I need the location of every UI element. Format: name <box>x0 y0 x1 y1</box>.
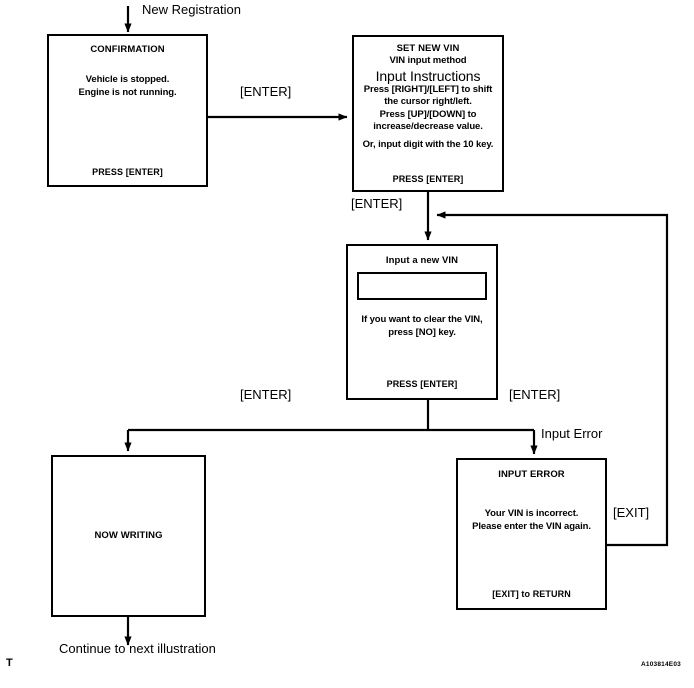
set-new-vin-note: Or, input digit with the 10 key. <box>362 138 494 150</box>
corner-mark-t: T <box>6 657 13 669</box>
label-enter-inputvin-to-writing: [ENTER] <box>240 387 292 402</box>
figure-code: A103814E03 <box>641 661 681 668</box>
input-new-vin-title: Input a new VIN <box>385 255 459 266</box>
confirmation-title: CONFIRMATION <box>90 44 165 55</box>
node-now-writing[interactable]: NOW WRITING <box>51 455 206 617</box>
label-enter-confirmation-to-setvin: [ENTER] <box>240 84 292 99</box>
input-error-line-1: Your VIN is incorrect. <box>484 508 579 519</box>
input-new-vin-footer: PRESS [ENTER] <box>386 379 458 389</box>
confirmation-line-1: Vehicle is stopped. <box>85 74 170 85</box>
label-continue-next-illustration: Continue to next illustration <box>59 641 216 656</box>
node-set-new-vin[interactable]: SET NEW VIN VIN input method Input Instr… <box>352 35 504 192</box>
input-new-vin-line-2: press [NO] key. <box>388 326 456 338</box>
set-new-vin-heading: Input Instructions <box>375 67 481 84</box>
set-new-vin-subtitle: VIN input method <box>389 55 467 66</box>
label-input-error-branch: Input Error <box>541 426 603 441</box>
set-new-vin-title: SET NEW VIN <box>396 43 460 54</box>
set-new-vin-line-1: Press [RIGHT]/[LEFT] to shift <box>363 83 493 95</box>
set-new-vin-footer: PRESS [ENTER] <box>392 174 464 184</box>
input-error-title: INPUT ERROR <box>498 469 565 480</box>
label-new-registration: New Registration <box>142 2 241 17</box>
label-enter-inputvin-to-error: [ENTER] <box>509 387 561 402</box>
set-new-vin-line-3: Press [UP]/[DOWN] to <box>379 108 477 120</box>
node-input-error[interactable]: INPUT ERROR Your VIN is incorrect. Pleas… <box>456 458 607 610</box>
confirmation-footer: PRESS [ENTER] <box>92 167 163 177</box>
node-confirmation[interactable]: CONFIRMATION Vehicle is stopped. Engine … <box>47 34 208 187</box>
vin-input-field[interactable] <box>357 272 487 300</box>
label-enter-setvin-to-inputvin: [ENTER] <box>351 196 403 211</box>
node-input-new-vin[interactable]: Input a new VIN If you want to clear the… <box>346 244 498 400</box>
set-new-vin-line-4: increase/decrease value. <box>373 121 483 132</box>
input-new-vin-line-1: If you want to clear the VIN, <box>361 314 483 325</box>
confirmation-line-2: Engine is not running. <box>78 86 177 98</box>
now-writing-title: NOW WRITING <box>94 530 163 541</box>
input-error-line-2: Please enter the VIN again. <box>472 520 591 532</box>
input-error-footer: [EXIT] to RETURN <box>492 589 571 599</box>
set-new-vin-line-2: the cursor right/left. <box>384 96 472 107</box>
label-exit-return: [EXIT] <box>613 505 650 520</box>
